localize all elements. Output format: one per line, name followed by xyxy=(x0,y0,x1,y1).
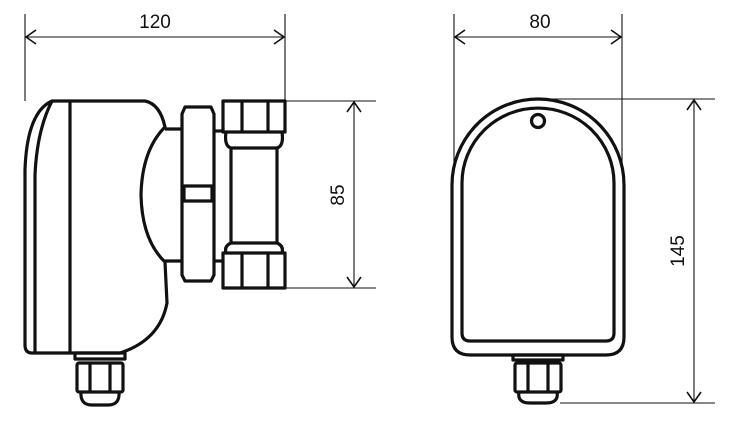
dimension-front-width xyxy=(453,14,623,170)
front-view-pump xyxy=(450,97,626,405)
flange-slot xyxy=(182,184,214,203)
cable-gland-nut xyxy=(75,361,125,394)
cable-gland-nut xyxy=(513,361,563,394)
cable-gland-dome xyxy=(79,391,121,407)
union-pipe xyxy=(223,131,285,254)
motor-housing xyxy=(23,99,169,355)
cable-gland-collar xyxy=(73,351,127,361)
flange-nut xyxy=(180,105,216,283)
mounting-hole xyxy=(529,112,547,130)
side-view-pump xyxy=(23,99,287,407)
cable-gland-collar xyxy=(511,353,565,362)
dimension-label-85: 85 xyxy=(328,184,349,205)
union-nut-top xyxy=(221,99,287,134)
front-housing-inner xyxy=(460,106,616,343)
union-nut-bottom xyxy=(221,251,287,290)
dimension-label-80: 80 xyxy=(529,12,550,33)
dimension-front-height xyxy=(540,98,715,404)
dimension-side-height xyxy=(285,100,376,289)
front-housing-outer xyxy=(450,97,626,357)
housing-front-curve xyxy=(33,100,54,353)
dimension-side-width xyxy=(24,14,286,101)
cable-gland-dome xyxy=(517,391,559,405)
dimension-label-120: 120 xyxy=(139,12,171,33)
dimension-label-145: 145 xyxy=(668,235,689,267)
